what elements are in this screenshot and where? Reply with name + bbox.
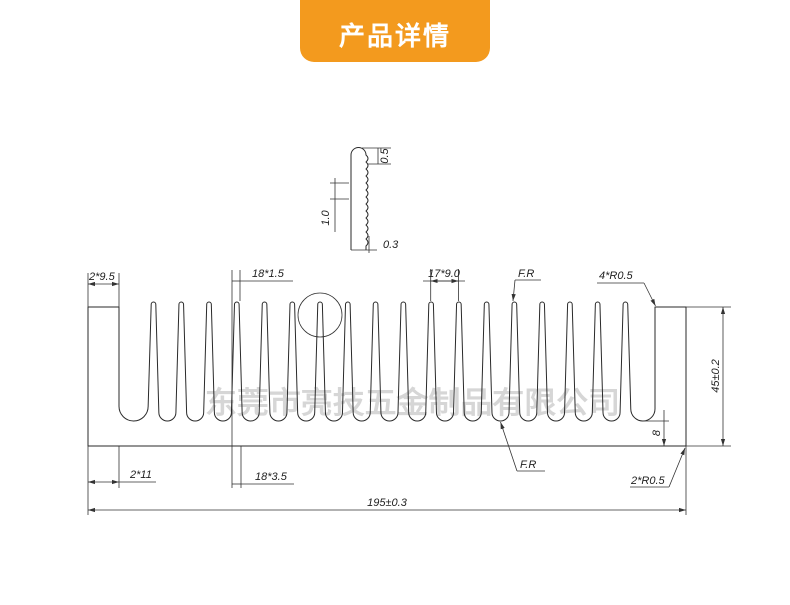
end-wall-width-label: 2*9.5	[88, 271, 116, 283]
leader-line	[511, 279, 516, 302]
fin-detail-tip-dimension: 0.5	[362, 147, 391, 165]
dimension-height: 45±0.2	[686, 306, 731, 447]
end-offset-label: 2*11	[129, 469, 152, 481]
fin-top-width-label: 18*1.5	[252, 268, 285, 280]
leader-line	[643, 282, 656, 307]
corner-radius-top-label: 4*R0.5	[599, 270, 634, 282]
header-banner: 产品详情	[300, 0, 490, 62]
dimension-end-wall-width: 2*9.5	[87, 271, 120, 307]
leader-line	[500, 421, 518, 472]
fin-detail-depth-label: 0.3	[383, 239, 399, 251]
dimension-fin-pitch: 17*9.0	[423, 268, 465, 301]
dimension-end-offset: 2*11	[88, 446, 156, 488]
dimension-fin-top-width: 18*1.5	[231, 268, 293, 488]
fin-detail-pitch-dimension: 1.0	[320, 178, 349, 232]
watermark-text: 东莞市亮技五金制品有限公司	[205, 386, 620, 421]
fin-detail-tip-label: 0.5	[379, 147, 391, 163]
full-radius-bottom-label: F.R	[520, 459, 536, 471]
leader-line	[668, 447, 686, 488]
height-label: 45±0.2	[710, 359, 722, 393]
dimension-base-thickness: 8	[643, 410, 669, 446]
dimension-total-width: 195±0.3	[87, 446, 687, 515]
callout-corner-radius-bottom: 2*R0.5	[630, 447, 686, 488]
callout-corner-radius-top: 4*R0.5	[597, 270, 656, 307]
dimension-fin-bottom-width: 18*3.5	[232, 446, 294, 488]
full-radius-top-label: F.R	[518, 268, 534, 280]
fin-detail-outline	[350, 147, 369, 250]
callout-full-radius-bottom: F.R	[500, 421, 545, 472]
total-width-label: 195±0.3	[367, 497, 408, 509]
fin-detail-view: 0.3 1.0 0.5	[320, 147, 399, 253]
header-title: 产品详情	[338, 21, 451, 52]
fin-bottom-width-label: 18*3.5	[255, 471, 288, 483]
detail-callout-circle	[297, 292, 343, 338]
fin-pitch-label: 17*9.0	[428, 268, 461, 280]
corner-radius-bottom-label: 2*R0.5	[630, 475, 666, 487]
callout-full-radius-top: F.R	[511, 268, 541, 302]
base-thickness-label: 8	[651, 429, 663, 436]
heatsink-profile-outline	[87, 301, 687, 447]
fin-detail-pitch-label: 1.0	[320, 209, 332, 225]
